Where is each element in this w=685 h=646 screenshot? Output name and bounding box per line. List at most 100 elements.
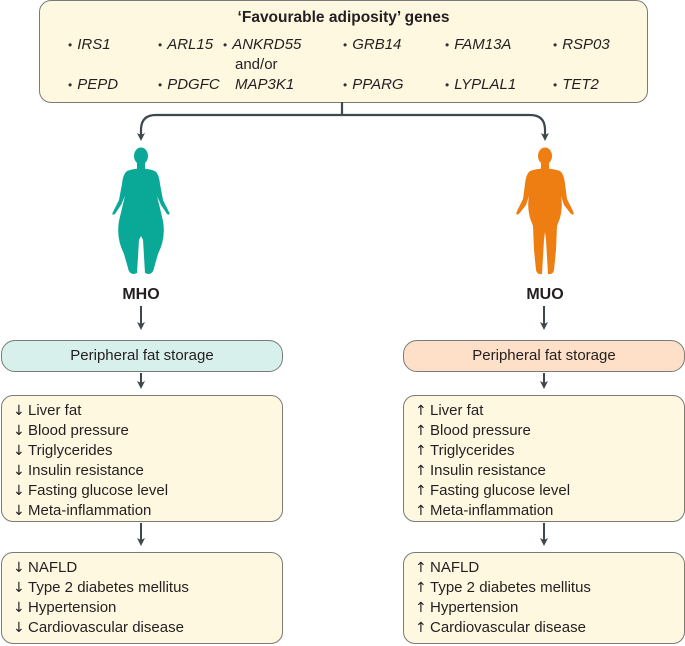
muo-peripheral-fat-storage-box: Peripheral fat storage xyxy=(403,340,685,372)
effect-item: ↑Triglycerides xyxy=(415,441,684,461)
effect-label: Triglycerides xyxy=(28,442,113,459)
gene-item: • FAM13A xyxy=(445,35,511,55)
split-connector xyxy=(137,102,549,141)
effect-item: ↑Insulin resistance xyxy=(415,461,684,481)
down-arrow-icon: ↓ xyxy=(13,403,25,419)
up-arrow-icon: ↑ xyxy=(415,580,427,596)
effect-item: ↑Blood pressure xyxy=(415,421,684,441)
gene-name: TET2 xyxy=(562,76,599,93)
down-arrow-icon: ↓ xyxy=(13,620,25,636)
outcome-label: Hypertension xyxy=(430,599,519,616)
outcome-item: ↓NAFLD xyxy=(13,558,282,578)
bullet-icon: • xyxy=(343,38,348,52)
effect-item: ↑Fasting glucose level xyxy=(415,481,684,501)
arrow-to-mho xyxy=(137,113,342,141)
bullet-icon: • xyxy=(553,78,558,92)
gene-item: MAP3K1 xyxy=(235,75,294,94)
bullet-icon: • xyxy=(223,38,228,52)
effect-item: ↓Insulin resistance xyxy=(13,461,282,481)
arrow-to-muo xyxy=(342,113,549,141)
female-body-silhouette-icon xyxy=(112,147,170,274)
outcome-label: Type 2 diabetes mellitus xyxy=(28,579,189,596)
down-arrow-icon: ↓ xyxy=(13,443,25,459)
up-arrow-icon: ↑ xyxy=(415,403,427,419)
muo-label: MUO xyxy=(526,286,564,303)
gene-name: FAM13A xyxy=(454,36,512,53)
gene-name: ANKRD55 xyxy=(232,36,302,53)
effect-label: Meta-inflammation xyxy=(28,502,152,519)
effect-label: Insulin resistance xyxy=(28,462,144,479)
outcome-item: ↑NAFLD xyxy=(415,558,684,578)
up-arrow-icon: ↑ xyxy=(415,600,427,616)
effect-label: Triglycerides xyxy=(430,442,515,459)
gene-name: PEPD xyxy=(77,76,119,93)
effect-label: Insulin resistance xyxy=(430,462,546,479)
down-arrow-icon: ↓ xyxy=(13,503,25,519)
mho-metabolic-effects-box: ↓Liver fat ↓Blood pressure ↓Triglyceride… xyxy=(1,395,283,522)
gene-name: PDGFC xyxy=(167,76,220,93)
down-arrow-icon: ↓ xyxy=(13,560,25,576)
effect-label: Blood pressure xyxy=(28,422,129,439)
up-arrow-icon: ↑ xyxy=(415,423,427,439)
effect-item: ↓Meta-inflammation xyxy=(13,501,282,521)
down-arrow-icon: ↓ xyxy=(13,483,25,499)
gene-item: • ANKRD55 xyxy=(223,35,301,55)
down-arrow-icon: ↓ xyxy=(13,463,25,479)
mho-disease-outcomes-box: ↓NAFLD ↓Type 2 diabetes mellitus ↓Hypert… xyxy=(1,552,283,644)
genes-title: ‘Favourable adiposity’ genes xyxy=(237,9,450,26)
outcome-label: NAFLD xyxy=(28,559,78,576)
down-arrow-icon: ↓ xyxy=(13,423,25,439)
up-arrow-icon: ↑ xyxy=(415,443,427,459)
outcome-item: ↓Cardiovascular disease xyxy=(13,618,282,638)
bullet-icon: • xyxy=(445,38,450,52)
up-arrow-icon: ↑ xyxy=(415,503,427,519)
outcome-item: ↑Hypertension xyxy=(415,598,684,618)
effect-item: ↑Liver fat xyxy=(415,401,684,421)
effect-label: Blood pressure xyxy=(430,422,531,439)
effect-item: ↓Liver fat xyxy=(13,401,282,421)
gene-name: IRS1 xyxy=(77,36,111,53)
gene-name: PPARG xyxy=(352,76,404,93)
outcome-label: Cardiovascular disease xyxy=(430,619,586,636)
favourable-adiposity-genes-box: ‘Favourable adiposity’ genes • IRS1 • ARL1… xyxy=(39,0,648,103)
outcome-item: ↓Hypertension xyxy=(13,598,282,618)
down-arrow-icon: ↓ xyxy=(13,600,25,616)
effect-label: Meta-inflammation xyxy=(430,502,554,519)
gene-item: • TET2 xyxy=(553,75,599,95)
up-arrow-icon: ↑ xyxy=(415,560,427,576)
mho-peripheral-fat-storage-box: Peripheral fat storage xyxy=(1,340,283,372)
effect-item: ↓Triglycerides xyxy=(13,441,282,461)
bullet-icon: • xyxy=(68,78,73,92)
bullet-icon: • xyxy=(343,78,348,92)
and-or-text: and/or xyxy=(235,56,278,73)
effect-label: Liver fat xyxy=(28,402,82,419)
gene-item: •PDGFC xyxy=(158,75,220,95)
gene-item: • ARL15 xyxy=(158,35,213,55)
up-arrow-icon: ↑ xyxy=(415,483,427,499)
bullet-icon: • xyxy=(553,38,558,52)
effect-item: ↓Blood pressure xyxy=(13,421,282,441)
gene-item: • IRS1 xyxy=(68,35,111,55)
bullet-icon: • xyxy=(445,78,450,92)
gene-name: ARL15 xyxy=(167,36,214,53)
up-arrow-icon: ↑ xyxy=(415,620,427,636)
gene-item: •GRB14 xyxy=(343,35,401,55)
effect-item: ↑Meta-inflammation xyxy=(415,501,684,521)
gene-item: •LYPLAL1 xyxy=(445,75,516,95)
up-arrow-icon: ↑ xyxy=(415,463,427,479)
down-arrow-icon: ↓ xyxy=(13,580,25,596)
mho-label: MHO xyxy=(122,286,160,303)
effect-label: Liver fat xyxy=(430,402,484,419)
muo-disease-outcomes-box: ↑NAFLD ↑Type 2 diabetes mellitus ↑Hypert… xyxy=(403,552,685,644)
gene-item: • PPARG xyxy=(343,75,404,95)
bullet-icon: • xyxy=(68,38,73,52)
bullet-icon: • xyxy=(158,38,163,52)
outcome-item: ↑Cardiovascular disease xyxy=(415,618,684,638)
male-body-silhouette-icon xyxy=(516,147,574,275)
muo-metabolic-effects-box: ↑Liver fat ↑Blood pressure ↑Triglyceride… xyxy=(403,395,685,522)
outcome-label: NAFLD xyxy=(430,559,480,576)
outcome-item: ↓Type 2 diabetes mellitus xyxy=(13,578,282,598)
outcome-label: Cardiovascular disease xyxy=(28,619,184,636)
gene-name: RSP03 xyxy=(562,36,610,53)
